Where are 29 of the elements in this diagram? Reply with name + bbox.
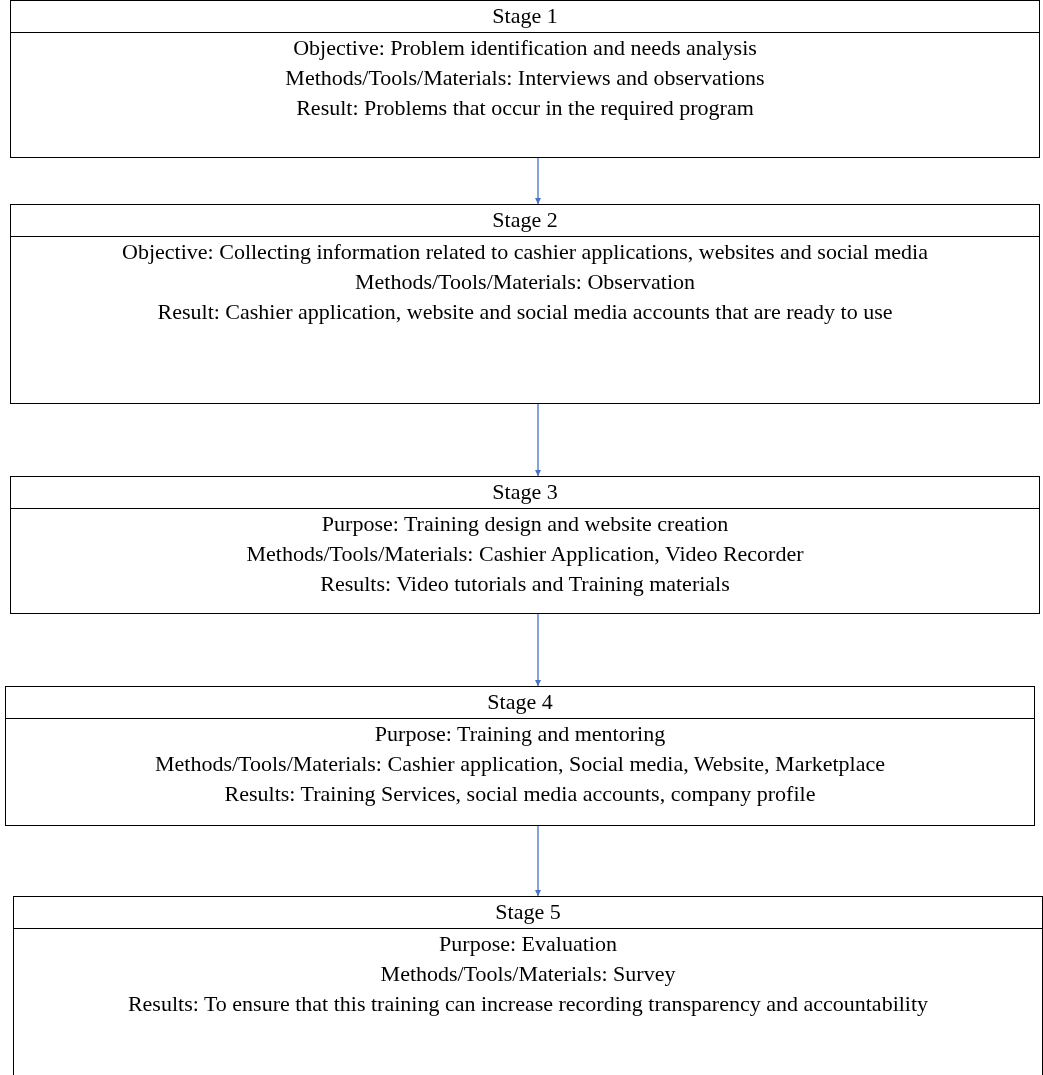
stage-box xyxy=(10,204,1040,404)
stage-heading: Stage 2 xyxy=(11,205,1039,237)
arrow xyxy=(534,157,542,205)
stage-heading: Stage 5 xyxy=(14,897,1042,929)
stage-box xyxy=(10,476,1040,614)
stage-detail: Result: Problems that occur in the required program xyxy=(295,94,755,122)
stage-detail: Results: Training Services, social media accounts, company profile xyxy=(223,780,817,808)
stage-detail: Methods/Tools/Materials: Survey xyxy=(379,960,677,988)
stage-box xyxy=(13,896,1043,1075)
stage-detail: Methods/Tools/Materials: Cashier application, Social media, Website, Marketplace xyxy=(153,750,886,778)
stage-heading: Stage 4 xyxy=(6,687,1034,719)
stage-detail: Results: To ensure that this training can increase recording transparency and accountability xyxy=(126,990,930,1018)
arrow xyxy=(534,825,542,897)
arrow xyxy=(534,613,542,687)
stage-detail: Purpose: Evaluation xyxy=(438,930,618,958)
stage-detail: Methods/Tools/Materials: Observation xyxy=(354,268,696,296)
stage-detail: Result: Cashier application, website and social media accounts that are ready to use xyxy=(156,298,894,326)
stage-detail: Purpose: Training and mentoring xyxy=(373,720,667,748)
stage-detail: Methods/Tools/Materials: Cashier Application, Video Recorder xyxy=(245,540,805,568)
stage-detail: Objective: Problem identification and needs analysis xyxy=(292,34,758,62)
stage-detail: Methods/Tools/Materials: Interviews and observations xyxy=(284,64,766,92)
arrow xyxy=(534,403,542,477)
stage-box xyxy=(10,0,1040,158)
stage-detail: Results: Video tutorials and Training materials xyxy=(319,570,731,598)
stage-detail: Objective: Collecting information related to cashier applications, websites and social media xyxy=(121,238,929,266)
stage-detail: Purpose: Training design and website creation xyxy=(320,510,730,538)
stage-heading: Stage 3 xyxy=(11,477,1039,509)
stage-heading: Stage 1 xyxy=(11,1,1039,33)
stage-box xyxy=(5,686,1035,826)
